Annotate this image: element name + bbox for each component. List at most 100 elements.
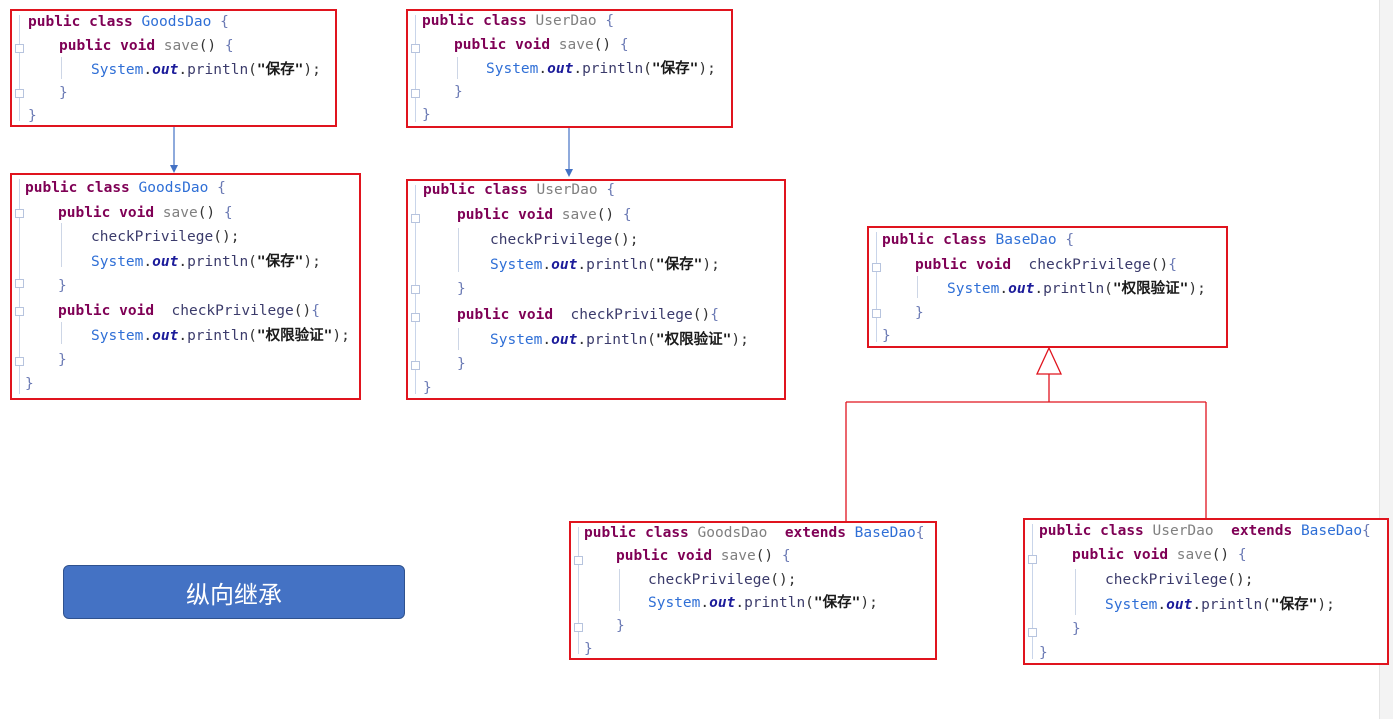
- string-literal: "保存": [651, 61, 699, 77]
- paren: (: [643, 61, 652, 77]
- keyword: public: [584, 525, 637, 541]
- dot: .: [143, 62, 153, 78]
- keyword: class: [86, 180, 130, 196]
- parens: (): [596, 207, 615, 223]
- out: out: [547, 61, 574, 77]
- brace: {: [1168, 257, 1177, 273]
- user-dao-original: public class UserDao { public void save(…: [406, 9, 733, 128]
- keyword: void: [515, 37, 551, 53]
- brace: {: [622, 207, 632, 223]
- dot: .: [178, 328, 188, 344]
- dot: .: [573, 61, 583, 77]
- superclass-name: BaseDao: [1300, 523, 1363, 539]
- keyword: void: [1133, 547, 1169, 563]
- brace: }: [457, 356, 466, 372]
- parens: (): [1227, 572, 1245, 588]
- out: out: [709, 595, 736, 611]
- println: println: [744, 595, 806, 611]
- keyword: void: [976, 257, 1012, 273]
- println: println: [1201, 597, 1263, 613]
- brace: {: [605, 13, 615, 29]
- brace: {: [606, 182, 616, 198]
- class-name: UserDao: [1152, 523, 1214, 539]
- class-name: GoodsDao: [138, 180, 209, 196]
- println: println: [187, 254, 249, 270]
- keyword: public: [1039, 523, 1092, 539]
- base-dao: public class BaseDao { public void check…: [867, 226, 1228, 348]
- paren: (: [647, 257, 656, 273]
- string-literal: "保存": [256, 254, 304, 270]
- out: out: [152, 328, 179, 344]
- brace: {: [1065, 232, 1075, 248]
- out: out: [152, 254, 179, 270]
- brace: }: [1039, 645, 1048, 661]
- user-dao-modified: public class UserDao { public void save(…: [406, 179, 786, 400]
- brace: {: [311, 303, 320, 319]
- paren: (: [805, 595, 814, 611]
- dot: .: [538, 61, 548, 77]
- out: out: [551, 257, 578, 273]
- call-end: );: [1317, 597, 1335, 613]
- println: println: [586, 257, 648, 273]
- keyword: public: [1072, 547, 1125, 563]
- brace: {: [224, 38, 234, 54]
- brace: {: [915, 525, 925, 541]
- check-privilege-call: checkPrivilege: [490, 232, 613, 248]
- keyword: void: [120, 38, 156, 54]
- paren: (: [1104, 281, 1113, 297]
- dot: .: [178, 62, 188, 78]
- keyword: class: [483, 13, 527, 29]
- call-end: );: [860, 595, 878, 611]
- brace: {: [619, 37, 629, 53]
- brace: }: [584, 641, 593, 657]
- keyword: void: [518, 307, 554, 323]
- keyword: public: [454, 37, 507, 53]
- keyword: public: [58, 303, 111, 319]
- keyword: void: [119, 205, 155, 221]
- keyword: public: [28, 14, 81, 30]
- class-name: GoodsDao: [697, 525, 768, 541]
- method-name: save: [561, 207, 597, 223]
- brace: {: [223, 205, 233, 221]
- keyword: void: [677, 548, 713, 564]
- parens: (): [692, 307, 711, 323]
- parens: (): [755, 548, 774, 564]
- dot: .: [1192, 597, 1202, 613]
- keyword: class: [89, 14, 133, 30]
- keyword: public: [915, 257, 968, 273]
- brace: }: [1072, 621, 1081, 637]
- method-name: checkPrivilege: [570, 307, 693, 323]
- keyword: class: [943, 232, 987, 248]
- vertical-inheritance-label[interactable]: 纵向继承: [63, 565, 405, 619]
- dot: .: [735, 595, 745, 611]
- keyword: public: [59, 38, 112, 54]
- check-privilege-call: checkPrivilege: [648, 572, 771, 588]
- dot: .: [143, 328, 153, 344]
- brace: }: [28, 108, 37, 124]
- brace: }: [915, 305, 924, 321]
- dot: .: [542, 332, 552, 348]
- arrow-user-head: [565, 169, 573, 177]
- brace: }: [423, 380, 432, 396]
- parens: (): [770, 572, 788, 588]
- brace: }: [58, 278, 67, 294]
- brace: }: [454, 84, 463, 100]
- user-dao-extends: public class UserDao extends BaseDao{ pu…: [1023, 518, 1389, 665]
- string-literal: "权限验证": [256, 328, 333, 344]
- call-end: );: [1188, 281, 1206, 297]
- brace: {: [1237, 547, 1247, 563]
- parens: (): [213, 229, 231, 245]
- paren: (: [647, 332, 656, 348]
- parens: (): [1211, 547, 1230, 563]
- brace: }: [616, 618, 625, 634]
- brace: {: [220, 14, 229, 30]
- check-privilege-call: checkPrivilege: [91, 229, 214, 245]
- paren: (: [1262, 597, 1271, 613]
- paren: (: [248, 62, 257, 78]
- parens: (): [593, 37, 612, 53]
- dot: .: [999, 281, 1009, 297]
- brace: {: [710, 307, 719, 323]
- keyword: extends: [784, 525, 846, 541]
- method-name: save: [720, 548, 756, 564]
